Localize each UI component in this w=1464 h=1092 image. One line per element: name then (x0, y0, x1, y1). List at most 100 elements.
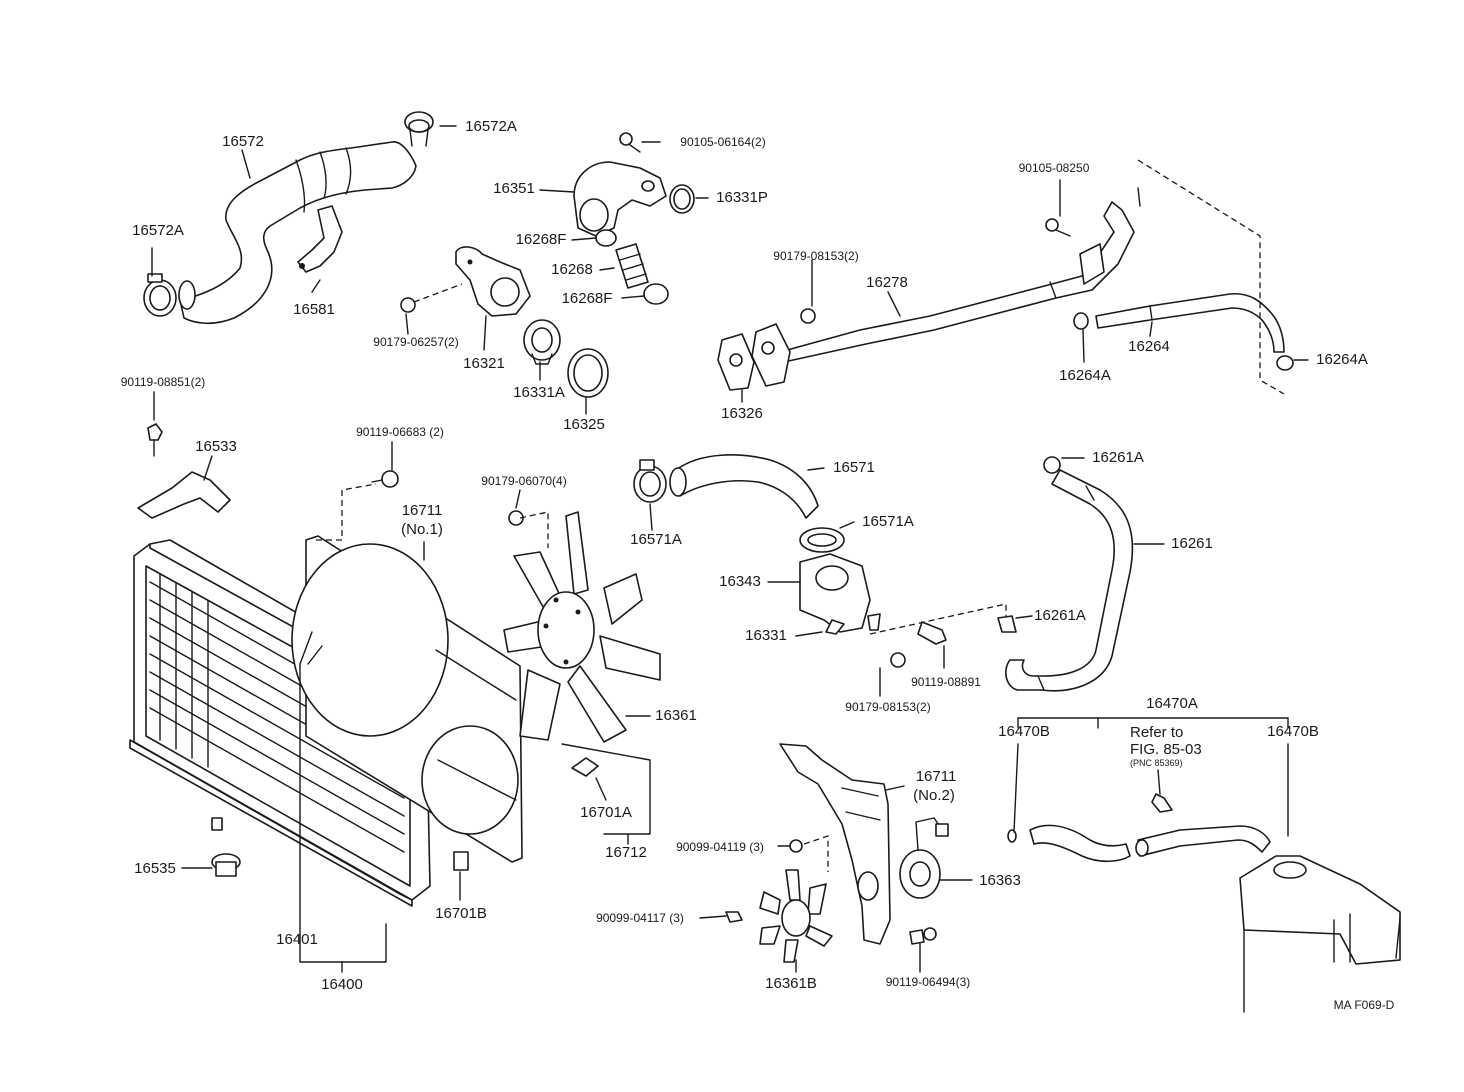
hose-clamp-16572A-top (404, 111, 434, 147)
label-no2: (No.2) (913, 787, 955, 804)
label-90105-06164: 90105-06164(2) (680, 135, 766, 149)
label-90105-08250: 90105-08250 (1018, 161, 1090, 175)
label-16581: 16581 (293, 301, 335, 318)
label-16400: 16400 (321, 976, 363, 993)
gasket-16326 (717, 333, 755, 391)
clip-16701A (571, 757, 599, 777)
bolt-90105-06164 (619, 132, 641, 153)
bolt-90119-06494 (909, 927, 937, 945)
dashed-leader-90119-06683 (316, 483, 377, 541)
label-90119-08891: 90119-08891 (911, 675, 981, 689)
fan-shroud-16711-no2 (779, 743, 891, 945)
label-16268F-upper: 16268F (515, 231, 567, 248)
clamp-16571A-right (799, 527, 845, 553)
label-16712: 16712 (605, 844, 647, 861)
label-16470A: 16470A (1146, 695, 1198, 712)
label-16470B-right: 16470B (1267, 723, 1319, 740)
bolt-90099-04119 (789, 835, 829, 872)
bolt-90119-08851 (147, 423, 163, 457)
label-16325: 16325 (563, 416, 605, 433)
label-16470B-left: 16470B (998, 723, 1050, 740)
bolt-90099-04117 (725, 911, 743, 923)
clamp-16261A-top (1043, 456, 1061, 474)
label-16268F-lower: 16268F (561, 290, 613, 307)
label-90119-06683: 90119-06683 (2) (356, 425, 444, 439)
label-16572A-top: 16572A (465, 118, 517, 135)
label-16711-no1: 16711 (401, 502, 443, 519)
label-16571A-right: 16571A (862, 513, 914, 530)
nut-90179-06070 (508, 510, 549, 548)
hose-clamp-16572A-left (143, 273, 177, 317)
label-16261A-top: 16261A (1092, 449, 1144, 466)
label-16331: 16331 (745, 627, 787, 644)
label-16261A-mid: 16261A (1034, 607, 1086, 624)
label-16535: 16535 (134, 860, 176, 877)
label-16264: 16264 (1128, 338, 1170, 355)
clamp-16264A-left (1073, 312, 1089, 330)
bolt-90179-06257 (400, 283, 463, 313)
label-pnc-ref: (PNC 85369) (1130, 758, 1183, 768)
leader-lines (151, 125, 1309, 973)
clamp-16261A-mid (997, 615, 1017, 633)
water-outlet-16321 (455, 246, 531, 317)
label-16572A-left: 16572A (132, 222, 184, 239)
bypass-pipe-16278 (751, 187, 1141, 387)
label-16711-no2: 16711 (915, 768, 957, 785)
radiator-assembly (129, 539, 431, 907)
label-16361B: 16361B (765, 975, 817, 992)
label-90179-06070: 90179-06070(4) (481, 474, 567, 488)
label-16533: 16533 (195, 438, 237, 455)
fan-shroud-16711 (291, 535, 523, 863)
fan-16361 (503, 511, 661, 743)
label-16326: 16326 (721, 405, 763, 422)
upper-radiator-hose (178, 141, 417, 325)
clamp-ref-85369 (1151, 793, 1173, 813)
o-ring-16268F-lower (643, 283, 669, 305)
label-no1: (No.1) (401, 521, 443, 538)
clamp-16264A-right (1276, 355, 1294, 371)
label-90119-06494: 90119-06494(3) (885, 975, 971, 989)
label-90179-06257: 90179-06257(2) (373, 335, 459, 349)
label-16701A: 16701A (580, 804, 632, 821)
label-fig-ref: FIG. 85-03 (1130, 741, 1202, 758)
label-90099-04117: 90099-04117 (3) (596, 911, 684, 925)
nut-90179-08153-bottom (890, 652, 906, 668)
label-90179-08153-bottom: 90179-08153(2) (845, 700, 931, 714)
water-inlet-16343 (799, 553, 881, 635)
label-16264A-left: 16264A (1059, 367, 1111, 384)
label-16264A-right: 16264A (1316, 351, 1368, 368)
lower-hose-16571 (669, 454, 819, 519)
bolt-90119-06683 (371, 470, 399, 488)
fan-16361B (759, 869, 833, 963)
clamp-16571A-left (633, 459, 667, 503)
label-16351: 16351 (493, 180, 535, 197)
label-16571: 16571 (833, 459, 875, 476)
label-16268: 16268 (551, 261, 593, 278)
reservoir-tank (1239, 855, 1401, 1013)
bracket-16470A (1017, 717, 1289, 729)
label-90119-08851: 90119-08851(2) (120, 375, 206, 389)
fan-motor-16363 (899, 817, 949, 899)
label-16261: 16261 (1171, 535, 1213, 552)
overflow-hose-right (1135, 825, 1271, 857)
bolt-90119-08891 (917, 621, 947, 645)
label-refer-to: Refer to (1130, 724, 1184, 741)
label-16321: 16321 (463, 355, 505, 372)
label-90099-04119: 90099-04119 (3) (676, 840, 764, 854)
water-inlet-16351 (573, 161, 667, 237)
o-ring-16268F-upper (595, 229, 617, 247)
label-16331P: 16331P (716, 189, 768, 206)
label-16331A: 16331A (513, 384, 565, 401)
drain-plug-16535 (211, 853, 241, 877)
label-16401: 16401 (276, 931, 318, 948)
bracket-16533 (137, 471, 231, 519)
dashed-leader-16264 (1137, 159, 1285, 395)
label-16278: 16278 (866, 274, 908, 291)
pipe-16268 (615, 243, 649, 289)
label-16571A-left: 16571A (630, 531, 682, 548)
nut-90179-08153-top (800, 308, 816, 324)
clip-16701B (453, 851, 469, 871)
figure-code: MA F069-D (1333, 998, 1395, 1012)
hose-16261 (1005, 469, 1134, 692)
